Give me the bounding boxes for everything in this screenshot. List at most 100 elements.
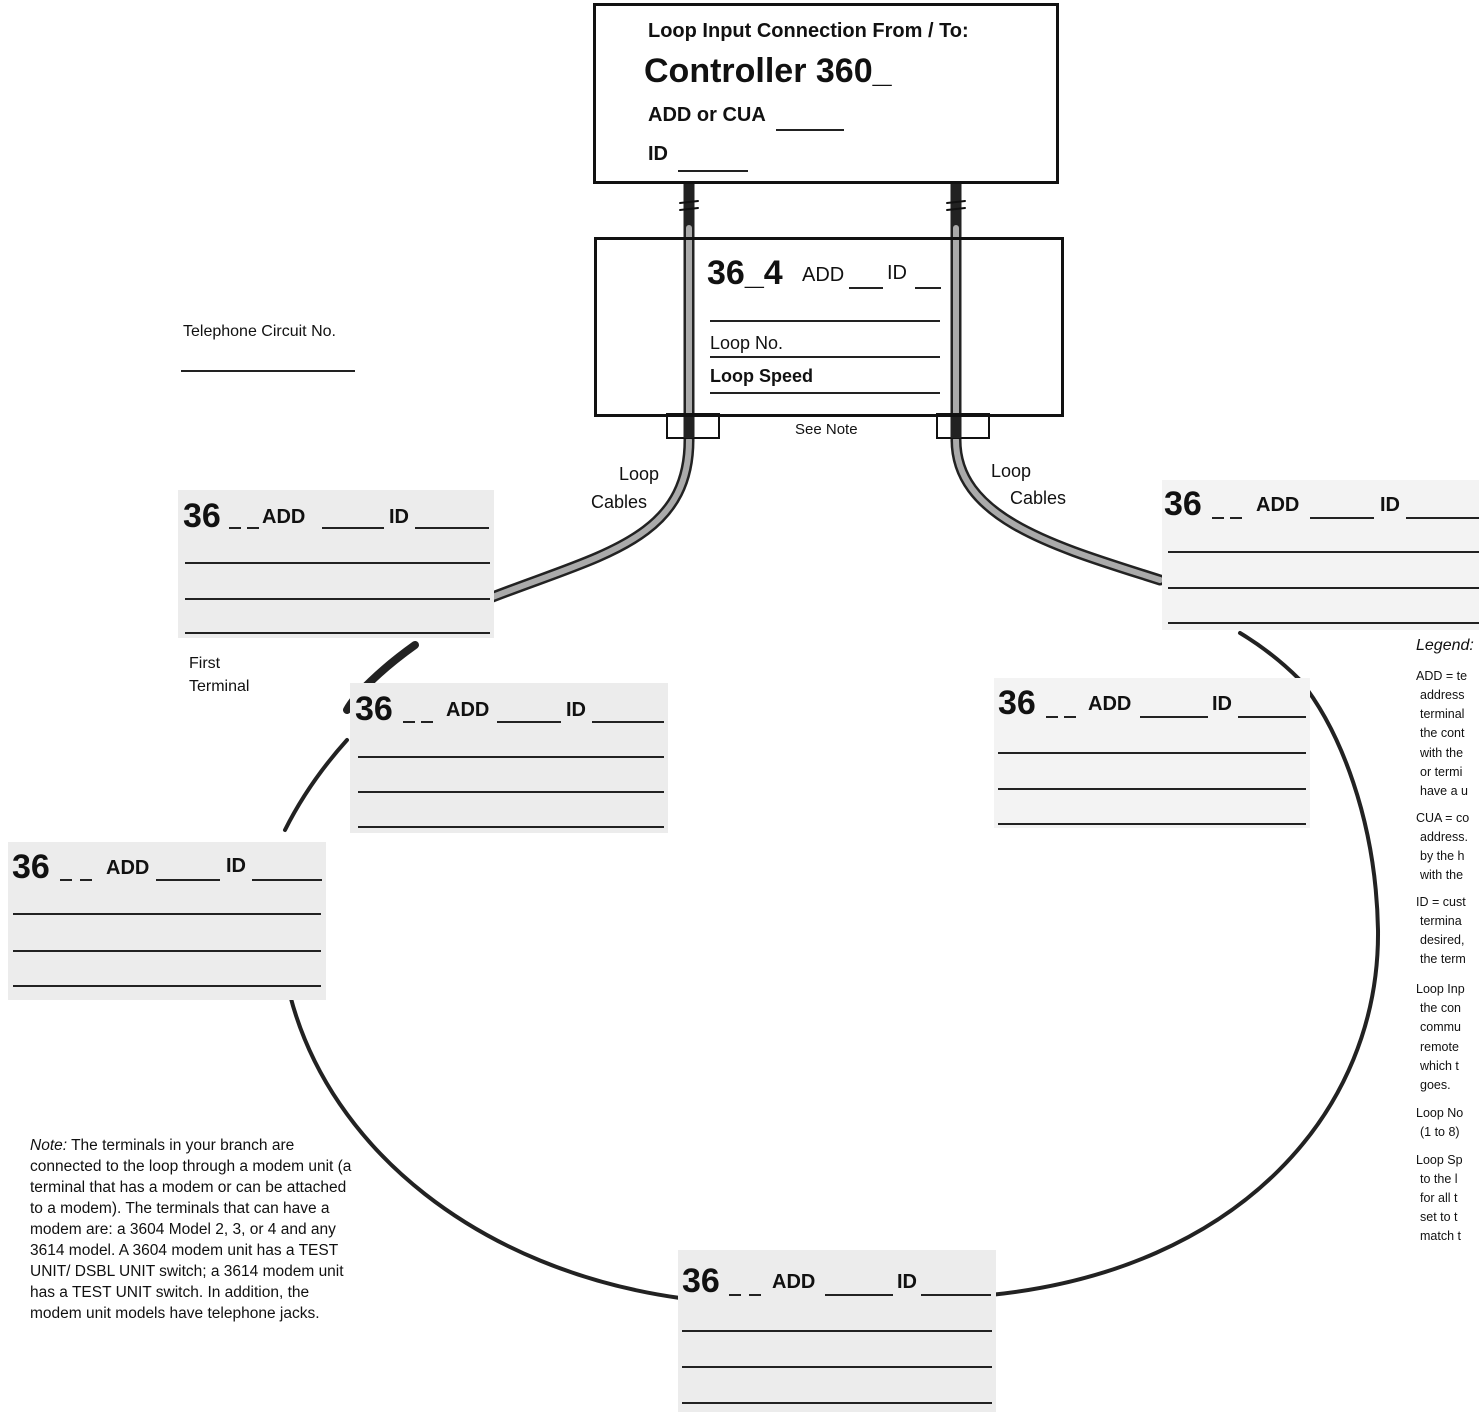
terminal-5-add: ADD: [1088, 693, 1132, 715]
loop-unit-line-2: [710, 356, 940, 358]
terminal-5-id-blank: [1238, 716, 1306, 718]
terminal-5-model: 36: [998, 684, 1036, 722]
terminal-2-id: ID: [566, 699, 586, 721]
terminal-3-card: [8, 842, 326, 1000]
terminal-1-model-blank-2: [247, 527, 259, 529]
terminal-3-model-blank: [60, 879, 72, 881]
legend-line: Loop Inp: [1416, 982, 1465, 996]
loop-ring-bottom-right: [988, 631, 1381, 1297]
legend-line: remote: [1420, 1040, 1459, 1054]
terminal-5-model-blank: [1046, 716, 1058, 718]
terminal-6-add: ADD: [1256, 494, 1300, 516]
terminal-3-id: ID: [226, 855, 246, 877]
terminal-4-model: 36: [682, 1262, 720, 1300]
legend-line: the cont: [1420, 726, 1465, 740]
terminal-2-line-1: [358, 756, 664, 758]
terminal-1-add: ADD: [262, 506, 306, 528]
legend-line: with the: [1420, 746, 1464, 760]
loop-unit-id-label: ID: [887, 262, 907, 284]
legend-line: CUA = co: [1416, 811, 1470, 825]
note-text: The terminals in your branch are connect…: [30, 1137, 352, 1322]
controller-add-cua-blank: [776, 129, 844, 131]
terminal-2-line-3: [358, 826, 664, 828]
controller-title: Controller 360_: [644, 52, 892, 90]
terminal-6-model-blank-2: [1230, 517, 1242, 519]
legend-line: by the h: [1420, 849, 1465, 863]
legend-line: terminal: [1420, 707, 1465, 721]
terminal-1-caption-2: Terminal: [189, 678, 250, 695]
terminal-4-id: ID: [897, 1271, 917, 1293]
terminal-2-id-blank: [592, 721, 664, 723]
terminal-6-line-2: [1168, 587, 1479, 589]
terminal-1-model: 36: [183, 497, 221, 535]
legend-line: goes.: [1420, 1078, 1451, 1092]
terminal-1-line-2: [185, 598, 490, 600]
terminal-2-model-blank: [403, 721, 415, 723]
controller-heading: Loop Input Connection From / To:: [648, 20, 969, 42]
legend-line: address: [1420, 688, 1465, 702]
loop-ring-left-lower: [288, 993, 682, 1300]
connector-right: [936, 413, 990, 439]
controller-id-label: ID: [648, 143, 668, 165]
loop-unit-add-label: ADD: [802, 264, 845, 286]
legend-title: Legend:: [1416, 637, 1474, 654]
terminal-4-id-blank: [921, 1294, 991, 1296]
terminal-6-model-blank: [1212, 517, 1224, 519]
loop-unit-box: 36_4 ADD ID Loop No. Loop Speed: [594, 237, 1064, 417]
see-note-label: See Note: [795, 421, 858, 438]
terminal-3-model-blank-2: [80, 879, 92, 881]
legend-line: set to t: [1420, 1210, 1458, 1224]
legend-line: or termi: [1420, 765, 1463, 779]
terminal-6-line-3: [1168, 622, 1479, 624]
controller-box: Loop Input Connection From / To: Control…: [593, 3, 1059, 184]
terminal-1-line-3: [185, 632, 490, 634]
legend-line: with the: [1420, 868, 1464, 882]
terminal-3-id-blank: [252, 879, 322, 881]
legend-line: Loop No: [1416, 1106, 1464, 1120]
terminal-5-line-3: [998, 823, 1306, 825]
terminal-4-add: ADD: [772, 1271, 816, 1293]
loop-unit-id-blank: [915, 287, 941, 289]
cables-right-label-2: Cables: [1010, 488, 1067, 508]
terminal-5-id: ID: [1212, 693, 1232, 715]
terminal-4-line-1: [682, 1330, 992, 1332]
legend-line: for all t: [1420, 1191, 1458, 1205]
terminal-4-model-blank-2: [749, 1294, 761, 1296]
terminal-2-add: ADD: [446, 699, 490, 721]
terminal-1-caption-1: First: [189, 655, 221, 672]
terminal-4-line-2: [682, 1366, 992, 1368]
terminal-4-model-blank: [729, 1294, 741, 1296]
note-block: Note: The terminals in your branch are c…: [30, 1135, 355, 1324]
legend-line: have a u: [1420, 784, 1468, 798]
legend-line: to the l: [1420, 1172, 1458, 1186]
terminal-2-model-blank-2: [421, 721, 433, 723]
loop-unit-model: 36_4: [707, 254, 783, 292]
terminal-6-line-1: [1168, 551, 1479, 553]
legend-line: termina: [1420, 914, 1462, 928]
terminal-1-add-blank: [322, 527, 384, 529]
terminal-5-model-blank-2: [1064, 716, 1076, 718]
controller-add-cua-label: ADD or CUA: [648, 104, 766, 126]
terminal-1-id-blank: [415, 527, 489, 529]
legend-line: which t: [1420, 1059, 1459, 1073]
note-label: Note:: [30, 1137, 68, 1154]
loop-cable-right: [950, 434, 1166, 586]
telephone-circuit-label: Telephone Circuit No.: [183, 323, 336, 340]
terminal-6-add-blank: [1310, 517, 1374, 519]
legend-line: address.: [1420, 830, 1468, 844]
cables-left-label-1: Loop: [619, 464, 660, 484]
cables-left-label-2: Cables: [591, 492, 648, 512]
loop-unit-loop-no: Loop No.: [710, 333, 784, 353]
terminal-6-model: 36: [1164, 485, 1202, 523]
terminal-2-card: [350, 683, 668, 833]
cables-right-label-1: Loop: [991, 461, 1032, 481]
terminal-4-add-blank: [825, 1294, 893, 1296]
legend-line: desired,: [1420, 933, 1465, 947]
legend-line: the con: [1420, 1001, 1462, 1015]
legend-line: (1 to 8): [1420, 1125, 1460, 1139]
terminal-5-line-1: [998, 752, 1306, 754]
terminal-2-add-blank: [497, 721, 561, 723]
legend-line: ADD = te: [1416, 669, 1468, 683]
terminal-3-add: ADD: [106, 857, 150, 879]
